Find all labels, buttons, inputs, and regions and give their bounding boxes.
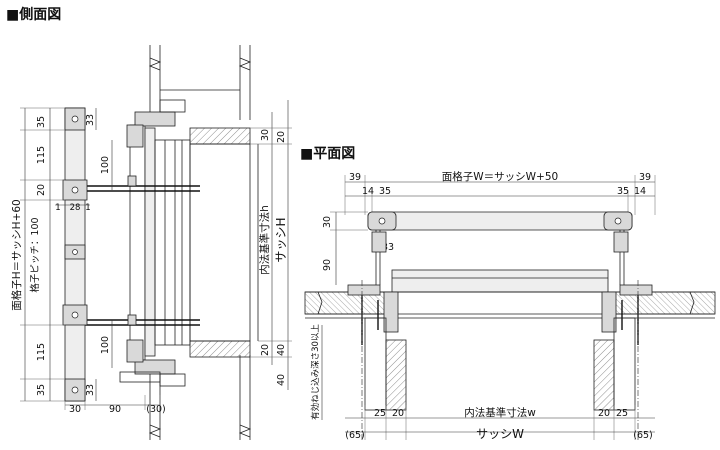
plan-view-title: ■平面図 [300,146,356,162]
plan-dim-14-left: 14 [362,186,374,197]
plan-dim-25-right: 25 [616,408,628,419]
side-dim-100-bottom: 100 [100,336,111,354]
plan-dim-39-right: 39 [639,172,651,183]
plan-view: 39 39 面格子W＝サッシW+50 14 35 35 14 33 33 30 … [304,170,716,441]
plan-dim-20-right: 20 [598,408,610,419]
side-view-title: ■側面図 [6,7,62,23]
plan-dim-14-right: 14 [634,186,646,197]
side-dim-bottom-90: 90 [109,404,121,415]
plan-label-sash-w: サッシW [476,427,524,441]
side-dim-1-left: 1 [55,203,60,213]
plan-dim-33-left: 33 [382,242,394,253]
plan-dim-35-left: 35 [379,186,391,197]
side-dim-right-30: 30 [260,129,271,141]
side-label-pitch: 格子ピッチ：100 [29,217,41,292]
side-dim-100-top: 100 [100,156,111,174]
side-label-inner-std: 内法基準寸法h [258,205,271,275]
plan-label-face-width: 面格子W＝サッシW+50 [442,170,558,183]
side-label-face-height: 面格子H＝サッシH+60 [10,199,23,310]
side-dim-right-20-bottom: 20 [260,344,271,356]
plan-dim-65-left: (65) [345,430,365,441]
plan-dim-20-left: 20 [392,408,404,419]
plan-dim-90: 90 [322,259,333,271]
side-dim-33-bottom: 33 [85,384,96,396]
plan-dim-35-right: 35 [617,186,629,197]
side-dim-1-right: 1 [85,203,90,213]
side-dim-20: 20 [36,184,47,196]
side-dim-bottom-30-paren: (30) [146,404,166,415]
side-dim-bottom-30: 30 [69,404,81,415]
plan-dim-65-right: (65) [633,430,653,441]
side-dim-right-20-top: 20 [276,131,287,143]
side-dim-115-bottom: 115 [36,343,47,361]
side-label-sash-h: サッシH [274,217,288,262]
side-dim-115-top: 115 [36,146,47,164]
side-dim-33-top: 33 [85,114,96,126]
plan-dim-30: 30 [322,216,333,228]
plan-label-screw-note: 有効ねじ込み深さ30以上 [310,324,321,420]
side-dim-right-40-a: 40 [276,344,287,356]
side-dim-35-bottom: 35 [36,384,47,396]
side-view: 35 115 20 115 35 面格子H＝サッシH+60 格子ピッチ：100 … [10,45,292,440]
plan-label-inner-std-w: 内法基準寸法w [464,406,536,419]
side-dim-28: 28 [70,203,81,213]
plan-dim-25-left: 25 [374,408,386,419]
side-dim-35-top: 35 [36,116,47,128]
plan-dim-39-left: 39 [349,172,361,183]
side-dim-right-40-b: 40 [276,374,287,386]
